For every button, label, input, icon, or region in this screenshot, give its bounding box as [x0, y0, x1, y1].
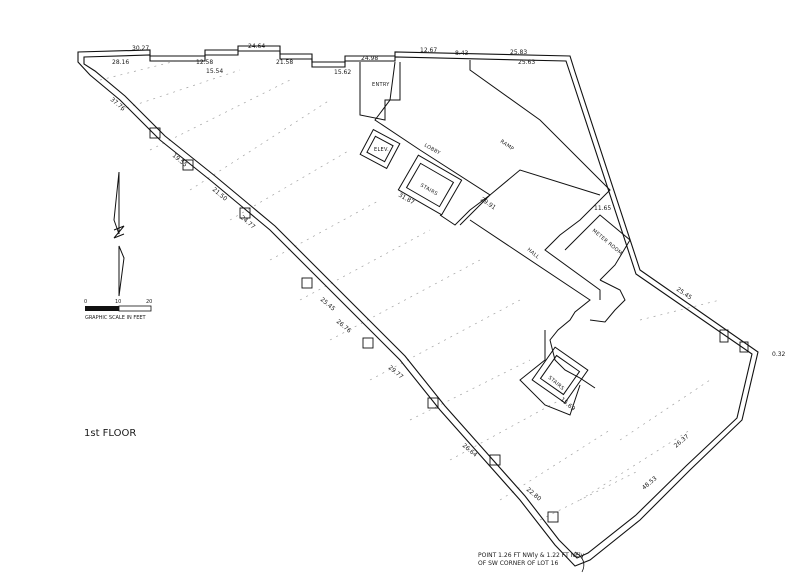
dim-top-5: 21.58	[276, 59, 293, 66]
upper-stairwell	[397, 154, 463, 216]
dim-right-2: 25.45	[675, 286, 693, 302]
dim-top-1: 30.27	[132, 45, 149, 52]
north-arrow	[113, 171, 125, 297]
dim-top-2: 28.16	[112, 59, 129, 66]
dim-top-9: 12.67	[420, 47, 437, 54]
scale-tick-0: 0	[84, 299, 87, 305]
dim-top-11: 25.83	[510, 49, 527, 56]
building-outline	[77, 45, 759, 567]
dim-top-3: 24.64	[248, 43, 265, 50]
scale-tick-20: 20	[146, 299, 152, 305]
room-label-lobby: LOBBY	[423, 143, 442, 157]
dim-right-1: 11.65	[594, 205, 611, 212]
room-label-ramp: RAMP	[499, 139, 515, 153]
dim-left-1: 37.76	[109, 96, 127, 113]
point-note-line-2: OF SW CORNER OF LOT 16	[478, 560, 558, 567]
graphic-scale: 0 10 20 GRAPHIC SCALE IN FEET	[84, 299, 152, 321]
dim-left-3: 21.50	[211, 186, 229, 203]
floor-label: 1st FLOOR	[84, 428, 136, 439]
room-label-elev: ELEV.	[374, 147, 389, 153]
dim-left-9: 22.80	[525, 486, 543, 503]
dim-top-4: 12.58	[196, 59, 213, 66]
dim-top-12: 25.63	[518, 59, 535, 66]
room-labels: ENTRY ELEV. LOBBY STAIRS RAMP HALL METER…	[372, 82, 623, 392]
lower-stairwell	[531, 346, 589, 404]
scale-caption: GRAPHIC SCALE IN FEET	[85, 315, 147, 321]
wall-jogs	[149, 127, 749, 523]
dim-left-5: 25.45	[319, 296, 337, 313]
dim-left-2: 19.55	[171, 152, 189, 169]
dim-top-6: 15.54	[206, 68, 223, 75]
dim-top-10: 8.43	[455, 50, 469, 57]
floor-hatching	[99, 59, 721, 521]
dim-top-7: 24.98	[361, 55, 378, 62]
interior-walls	[359, 60, 631, 416]
dim-right-4: 48.53	[641, 475, 659, 492]
dim-left-6: 26.76	[335, 318, 353, 335]
room-label-meter-room: METER ROOM	[591, 228, 624, 257]
room-label-stairs-upper: STAIRS	[419, 183, 439, 198]
point-note-line-1: POINT 1.26 FT NWly & 1.22 FT NEly	[478, 552, 585, 559]
dim-inner-1: 31.87	[397, 192, 416, 207]
point-note: POINT 1.26 FT NWly & 1.22 FT NEly OF SW …	[478, 551, 585, 573]
room-label-entry: ENTRY	[372, 82, 390, 88]
dim-left-8: 26.64	[461, 442, 479, 459]
dim-edge-1: 0.32	[772, 351, 786, 358]
dim-top-8: 15.62	[334, 69, 351, 76]
dimension-labels: 30.27 28.16 24.64 12.58 21.58 15.54 24.9…	[109, 43, 786, 503]
dim-left-7: 29.77	[387, 364, 405, 381]
scale-tick-10: 10	[115, 299, 121, 305]
dim-right-3: 26.37	[673, 433, 691, 450]
elevator-shaft	[359, 128, 401, 170]
dim-inner-3: 15.69	[559, 396, 577, 413]
